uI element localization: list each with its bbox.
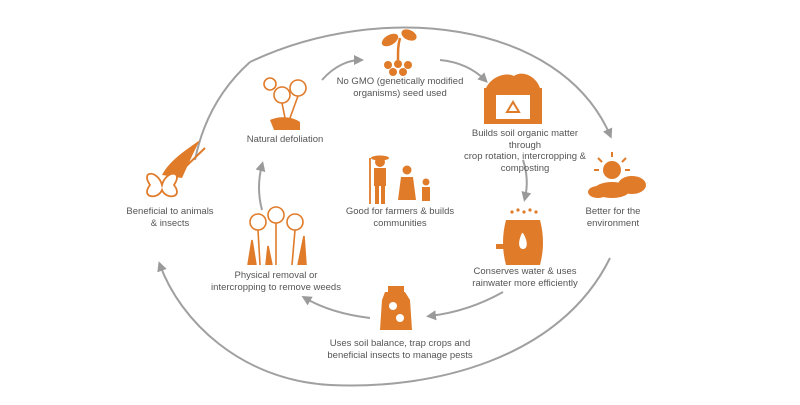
- outer-arc-top-right: [249, 26, 613, 139]
- weeds-icon: [247, 206, 307, 266]
- defoliation-step-label: Natural defoliation: [246, 134, 324, 145]
- bird-butterfly-icon: [146, 140, 206, 198]
- sun-clouds-icon: [588, 152, 646, 198]
- inner-arrow-3: [521, 159, 532, 202]
- seedling-icon: [381, 29, 417, 76]
- water-barrel-icon: [496, 208, 543, 265]
- compost-bin-icon: [484, 73, 542, 124]
- farmers-communities-label: Good for farmers & builds communities: [345, 206, 455, 229]
- inner-arrow-6: [255, 161, 266, 211]
- farmer-family-icon: [369, 155, 430, 204]
- environment-label: Better for the environment: [585, 206, 641, 229]
- water-step-label: Conserves water & uses rainwater more ef…: [472, 266, 578, 289]
- outer-arc-bottom: [157, 257, 611, 387]
- pest-jar-icon: [380, 286, 412, 330]
- inner-arrow-1: [321, 55, 364, 81]
- inner-arrow-4: [426, 291, 504, 321]
- outer-arc-left: [194, 61, 251, 161]
- animals-insects-label: Beneficial to animals & insects: [126, 206, 214, 229]
- inner-arrow-5: [301, 295, 371, 319]
- soil-step-label: Builds soil organic matter through crop …: [464, 128, 586, 174]
- weed-step-label: Physical removal or intercropping to rem…: [211, 270, 341, 293]
- hand-flower-icon: [263, 77, 307, 130]
- inner-arrow-2: [439, 59, 488, 83]
- pest-step-label: Uses soil balance, trap crops and benefi…: [327, 338, 473, 361]
- seed-step-label: No GMO (genetically modified organisms) …: [336, 76, 464, 99]
